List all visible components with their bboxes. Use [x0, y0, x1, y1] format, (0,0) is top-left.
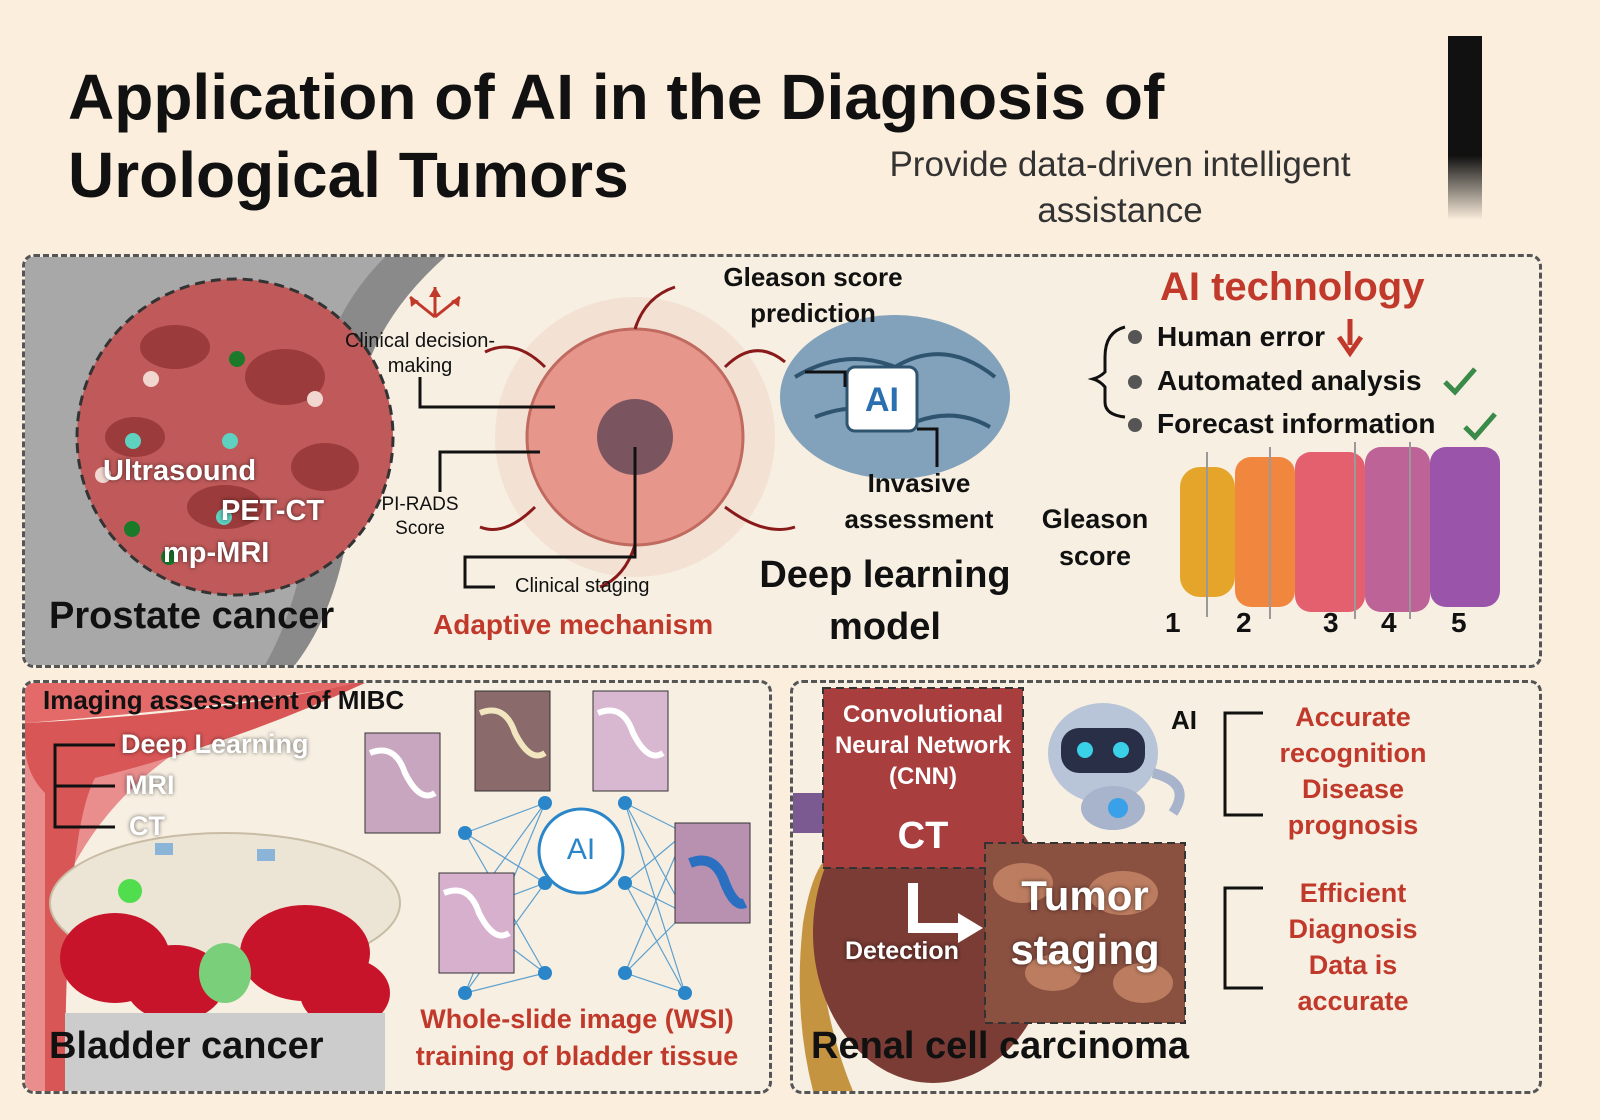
gleason-score-label: Gleason score	[1035, 501, 1155, 575]
detection-label: Detection	[845, 937, 959, 965]
outcome1-line-4: prognosis	[1287, 810, 1419, 840]
modality-pet-ct: PET-CT	[221, 495, 325, 527]
gleason-number-5: 5	[1451, 607, 1467, 638]
tumor-line-2: staging	[1010, 926, 1160, 973]
outcome2-line-1: Efficient	[1299, 878, 1407, 908]
decorative-bar	[1448, 36, 1482, 220]
robot-ai-label: AI	[1171, 705, 1197, 735]
invasive-line-1: Invasive	[867, 468, 971, 498]
renal-illustration	[793, 687, 1263, 1091]
subtitle-line-2: assistance	[1037, 191, 1203, 230]
outcome2-line-3: Data is	[1308, 950, 1398, 980]
dl-line-2: model	[829, 606, 941, 648]
cnn-line-3: (CNN)	[889, 763, 957, 790]
outcome2-line-4: accurate	[1297, 986, 1409, 1016]
gleason-label-line-1: Gleason	[1041, 504, 1149, 534]
ai-tech-item-forecast-information: Forecast information	[1157, 408, 1436, 439]
bladder-panel: Imaging assessment of MIBC Deep Learning…	[22, 680, 772, 1094]
dl-line-1: Deep learning	[759, 554, 1011, 596]
outcome-group-1: Accurate recognition Disease prognosis	[1243, 699, 1463, 843]
ai-tech-item-human-error: Human error	[1157, 321, 1326, 352]
gleason-number-4: 4	[1381, 607, 1397, 638]
network-ai-node	[537, 807, 625, 895]
renal-panel: Convolutional Neural Network (CNN) CT De…	[790, 680, 1542, 1094]
gleason-number-1: 1	[1165, 607, 1181, 638]
outcome-group-2: Efficient Diagnosis Data is accurate	[1243, 875, 1463, 1019]
bladder-illustration	[25, 683, 769, 1091]
wsi-line-1: Whole-slide image (WSI)	[420, 1004, 734, 1034]
bladder-cancer-title: Bladder cancer	[49, 1025, 324, 1067]
wsi-training-label: Whole-slide image (WSI) training of blad…	[397, 1001, 757, 1075]
gleason-pred-line-2: prediction	[750, 298, 876, 328]
cnn-line-1: Convolutional	[843, 701, 1003, 728]
clinical-staging-label: Clinical staging	[515, 575, 650, 597]
page-subtitle: Provide data-driven intelligent assistan…	[860, 142, 1380, 234]
tumor-line-1: Tumor	[1021, 872, 1149, 919]
outcome1-line-2: recognition	[1279, 738, 1427, 768]
clinical-decision-label: Clinical decision- making	[325, 329, 515, 379]
prostate-cancer-title: Prostate cancer	[49, 595, 335, 637]
gleason-pred-line-1: Gleason score	[723, 262, 903, 292]
wsi-line-2: training of bladder tissue	[415, 1041, 739, 1071]
ai-tech-item-automated-analysis: Automated analysis	[1157, 365, 1422, 396]
method-ct: CT	[129, 811, 165, 841]
outcome1-line-1: Accurate	[1295, 702, 1411, 732]
gleason-number-3: 3	[1323, 607, 1339, 638]
network-ai-label: AI	[566, 833, 596, 866]
renal-cell-carcinoma-title: Renal cell carcinoma	[811, 1025, 1190, 1067]
invasive-assessment-label: Invasive assessment	[819, 465, 1019, 537]
invasive-line-2: assessment	[844, 504, 994, 534]
subtitle-line-1: Provide data-driven intelligent	[889, 145, 1351, 184]
tumor-staging-label: Tumor staging	[985, 869, 1185, 977]
cnn-line-2: Neural Network	[834, 732, 1012, 759]
deep-learning-label: Deep learning model	[735, 549, 1035, 653]
title-line-1: Application of AI in the Diagnosis of	[68, 61, 1165, 133]
prostate-panel: Ultrasound PET-CT mp-MRI Prostate cancer…	[22, 254, 1542, 668]
outcome1-line-3: Disease	[1301, 774, 1405, 804]
adaptive-mechanism-label: Adaptive mechanism	[433, 609, 714, 640]
ct-label: CT	[897, 815, 949, 857]
ai-technology-title: AI technology	[1160, 265, 1425, 309]
page-title: Application of AI in the Diagnosis of Ur…	[68, 58, 1164, 214]
pirads-line-1: PI-RADS	[381, 494, 459, 515]
method-deep-learning: Deep Learning	[121, 729, 309, 759]
decision-line-1: Clinical decision-	[344, 330, 496, 352]
gleason-number-2: 2	[1236, 607, 1252, 638]
gleason-prediction-label: Gleason score prediction	[693, 259, 933, 331]
modality-ultrasound: Ultrasound	[103, 455, 257, 487]
gleason-label-line-2: score	[1058, 541, 1132, 571]
outcome2-line-2: Diagnosis	[1288, 914, 1418, 944]
modality-mp-mri: mp-MRI	[163, 537, 270, 569]
decision-line-2: making	[387, 355, 453, 377]
pirads-line-2: Score	[395, 518, 445, 539]
ai-chip-label: AI	[865, 381, 899, 419]
mibc-imaging-title: Imaging assessment of MIBC	[43, 685, 405, 715]
prostate-illustration	[25, 257, 1500, 665]
pirads-label: PI-RADS Score	[370, 493, 470, 541]
method-mri: MRI	[125, 770, 175, 800]
title-line-2: Urological Tumors	[68, 139, 629, 211]
cnn-label: Convolutional Neural Network (CNN)	[823, 699, 1023, 792]
